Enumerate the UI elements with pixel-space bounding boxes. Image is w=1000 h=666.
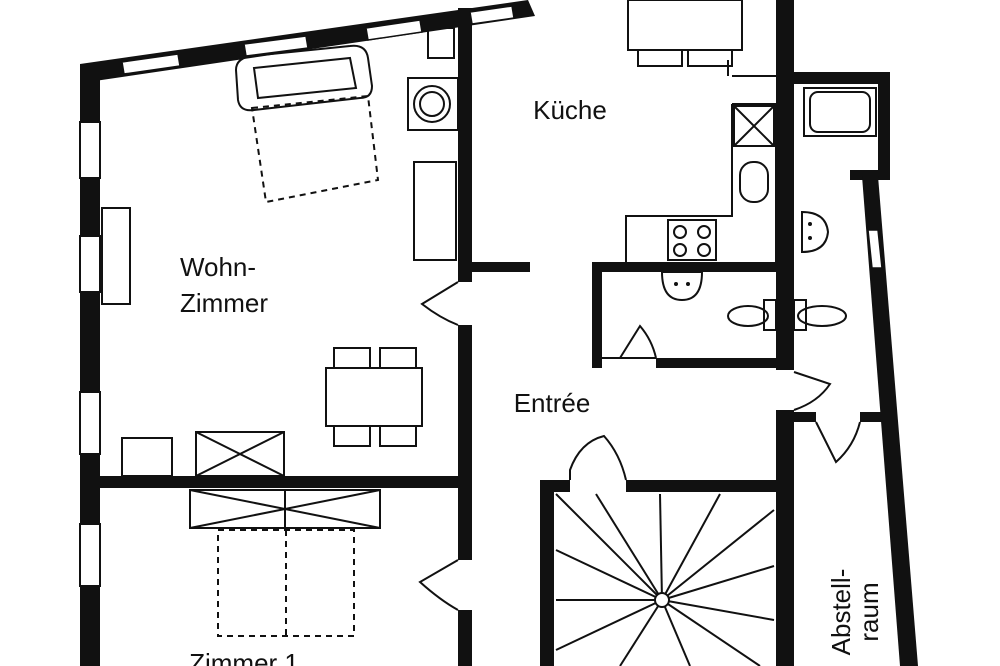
room1-entrance-wall bbox=[458, 610, 472, 666]
living-entrance-wall bbox=[458, 325, 472, 560]
kitchen-crossbox bbox=[733, 105, 775, 147]
living-door bbox=[420, 281, 459, 326]
wall-cabinet bbox=[101, 207, 131, 305]
window-top-3 bbox=[365, 19, 423, 41]
bath-door bbox=[793, 371, 832, 411]
room1-furniture bbox=[189, 489, 381, 637]
wc-basin bbox=[660, 271, 704, 302]
room1-door bbox=[418, 559, 459, 611]
kitchen-right-wall bbox=[776, 0, 794, 370]
kitchen-fixtures bbox=[625, 0, 777, 262]
kitchen-stub-wall bbox=[472, 262, 530, 272]
label-kitchen: Küche bbox=[533, 95, 607, 125]
window-top-2 bbox=[243, 35, 309, 57]
window-right-1 bbox=[867, 229, 883, 269]
cabinet-bottom bbox=[121, 437, 173, 477]
wc-bottom-wall bbox=[656, 358, 782, 368]
kitchen-table bbox=[627, 0, 743, 67]
label-living-line2: Zimmer bbox=[180, 288, 268, 318]
left-exterior-wall bbox=[80, 64, 100, 666]
storage-door bbox=[815, 421, 861, 464]
wc-fixtures bbox=[660, 271, 777, 331]
bathroom-fixtures bbox=[793, 87, 877, 331]
doors bbox=[418, 281, 861, 611]
toilet bbox=[727, 299, 777, 331]
washing-machine bbox=[407, 77, 459, 131]
kitchen-sink bbox=[739, 161, 769, 203]
bath-top-wall bbox=[794, 72, 890, 84]
window-left-2 bbox=[79, 235, 101, 293]
staircase bbox=[555, 493, 775, 666]
bath-basin bbox=[801, 210, 830, 254]
label-living-line1: Wohn- bbox=[180, 252, 256, 282]
storage-top-right-wall bbox=[860, 412, 886, 422]
stair-newel bbox=[654, 592, 670, 608]
right-slanted-wall bbox=[862, 176, 918, 666]
crossed-cabinet bbox=[195, 431, 285, 477]
room-labels: Küche Wohn- Zimmer Entrée Zimmer 1 Abste… bbox=[180, 95, 884, 666]
label-storage-line1: Abstell- bbox=[826, 569, 856, 656]
bath-toilet bbox=[793, 299, 847, 331]
windows bbox=[79, 5, 883, 587]
living-room-furniture bbox=[101, 27, 459, 477]
stair-left-wall bbox=[540, 480, 554, 666]
living-kitchen-wall bbox=[458, 8, 472, 282]
wc-top-wall bbox=[592, 262, 782, 272]
sofa bbox=[234, 44, 374, 112]
window-left-3 bbox=[79, 391, 101, 455]
stair-door bbox=[569, 434, 627, 481]
sideboard bbox=[413, 161, 457, 261]
kitchen-counter bbox=[625, 75, 777, 262]
cabinet-small bbox=[427, 27, 455, 59]
walls bbox=[80, 0, 918, 666]
living-room1-wall bbox=[100, 476, 458, 488]
window-top-1 bbox=[121, 53, 181, 75]
bath-step-wall bbox=[850, 170, 890, 180]
bath-right-wall bbox=[878, 72, 890, 180]
wardrobe bbox=[189, 489, 381, 529]
stair-top-right-wall bbox=[626, 480, 786, 492]
rug-outline bbox=[250, 94, 380, 204]
label-storage-line2: raum bbox=[854, 582, 884, 641]
stove bbox=[667, 219, 717, 261]
window-top-4 bbox=[469, 5, 515, 25]
label-entrance: Entrée bbox=[514, 388, 591, 418]
stair-top-left-wall bbox=[540, 480, 570, 492]
window-left-4 bbox=[79, 523, 101, 587]
bathtub-outer bbox=[803, 87, 877, 137]
wc-door bbox=[602, 324, 657, 359]
dining-table bbox=[325, 347, 423, 447]
bathtub-inner bbox=[809, 91, 871, 133]
window-left-1 bbox=[79, 121, 101, 179]
storage-top-left-wall bbox=[794, 412, 816, 422]
stair-storage-wall bbox=[776, 410, 794, 666]
label-room1: Zimmer 1 bbox=[189, 648, 299, 666]
wc-left-wall bbox=[592, 262, 602, 368]
